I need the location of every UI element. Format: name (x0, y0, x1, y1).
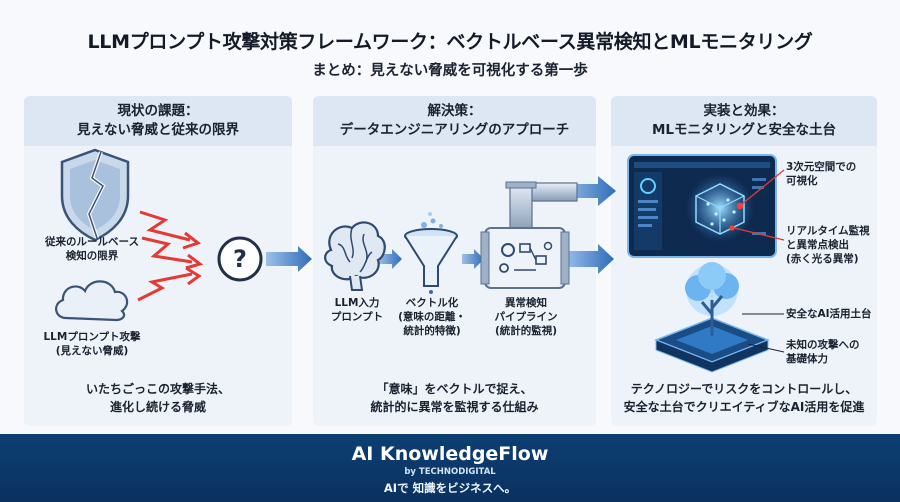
brand-footer: AI KnowledgeFlow by TECHNODIGITAL AIで 知識… (0, 434, 900, 502)
brand-name: AI KnowledgeFlow (351, 443, 549, 465)
panel-footer: テクノロジーでリスクをコントロールし、 安全な土台でクリエイティブなAI活用を促… (623, 382, 865, 414)
label-resilience: 未知の攻撃への 基礎体力 (786, 339, 860, 365)
flow-arrow-3 (462, 249, 484, 269)
panel-current-issues: 現状の課題： 見えない脅威と従来の限界 いたちごっこの攻撃手法、 進化し続ける脅… (24, 96, 292, 426)
page-subtitle: まとめ：見えない脅威を可視化する第一歩 (312, 63, 588, 79)
brain-icon (324, 221, 386, 291)
panel-footer: 「意味」をベクトルで捉え、 統計的に異常を監視する仕組み (370, 382, 539, 414)
panel-footer: いたちごっこの攻撃手法、 進化し続ける脅威 (85, 382, 230, 414)
flow-arrow-4 (564, 244, 614, 274)
label-3d-visualization: 3次元空間での 可視化 (786, 161, 857, 187)
label-llm-input: LLM入力 プロンプト (330, 297, 384, 323)
panel-heading: 解決策： データエンジニアリングのアプローチ (313, 96, 596, 146)
panel-heading: 実装と効果： MLモニタリングと安全な土台 (611, 96, 877, 146)
label-rule-based: 従来のルールベース 検知の限界 (45, 236, 139, 262)
panel-implementation: 実装と効果： MLモニタリングと安全な土台 テクノロジーでリスクをコントロールし… (611, 96, 877, 426)
label-anomaly-pipeline: 異常検知 パイプライン (統計的監視) (494, 297, 558, 337)
cloud-icon (55, 280, 129, 322)
funnel-icon (404, 212, 458, 294)
question-icon (217, 236, 263, 282)
pipeline-icon (480, 181, 578, 289)
label-vectorization: ベクトル化 (意味の距離・ 統計的特徴) (398, 297, 466, 337)
label-realtime-monitoring: リアルタイム監視 と異常点検出 (赤く光る異常) (786, 225, 870, 265)
brand-tagline: AIで 知識をビジネスへ。 (383, 481, 517, 495)
broken-shield-icon (60, 148, 130, 242)
flow-arrow-1 (266, 246, 312, 272)
attack-arrows (137, 210, 204, 302)
label-safe-foundation: 安全なAI活用土台 (786, 308, 872, 320)
tree-icon (653, 262, 785, 373)
label-prompt-attack: LLMプロンプト攻撃 (見えない脅威) (43, 331, 141, 357)
flow-arrow-top (560, 176, 616, 206)
dashboard-icon (627, 154, 785, 258)
page-title: LLMプロンプト攻撃対策フレームワーク：ベクトルベース異常検知とMLモニタリング (87, 31, 813, 53)
brand-byline: by TECHNODIGITAL (404, 467, 496, 477)
panel-heading: 現状の課題： 見えない脅威と従来の限界 (24, 96, 292, 146)
question-mark: ? (233, 245, 247, 273)
